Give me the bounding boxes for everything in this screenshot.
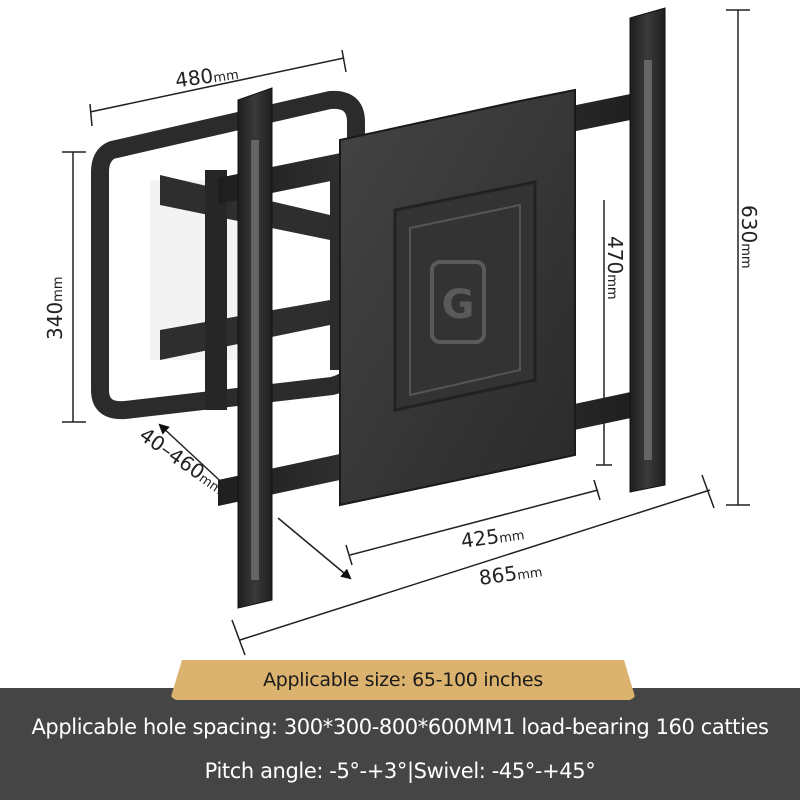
center-plate [339,88,576,507]
dim-height-total-label: 630mm [737,205,761,269]
wall-plate [91,90,365,420]
angles-text: Pitch angle: -5°-+3°|Swivel: -45°-+45° [204,759,596,783]
dim-width-inner-label: 425mm [459,520,525,553]
brand-logo: G [430,260,486,344]
spec-info-band [0,688,800,800]
logo-letter: G [442,282,475,328]
dim-extension-label: 40–460mm [135,422,230,498]
applicable-size-badge: Applicable size: 65-100 inches [170,660,636,700]
dimension-lines [62,9,750,656]
vertical-bracket-left [237,87,273,609]
hole-spacing-text: Applicable hole spacing: 300*300-800*600… [31,715,769,739]
dim-width-top-label: 480mm [174,60,240,93]
dim-height-left-label: 340mm [43,276,67,340]
applicable-size-text: Applicable size: 65-100 inches [263,669,543,691]
dim-height-inner-label: 470mm [603,236,627,300]
vertical-bracket-right [629,7,666,493]
dim-width-total-label: 865mm [477,557,543,590]
